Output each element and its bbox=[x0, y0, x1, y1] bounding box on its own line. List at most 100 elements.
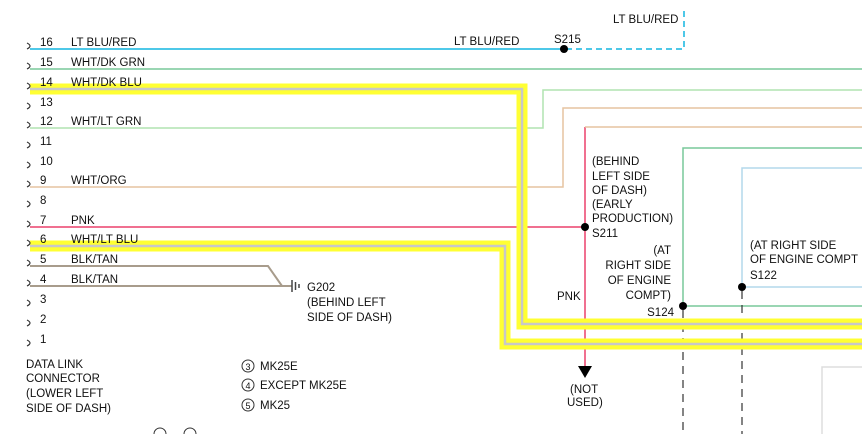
connector-cavity-8 bbox=[26, 200, 31, 208]
footnotes: 3 MK25E 4 EXCEPT MK25E 5 MK25 bbox=[153, 359, 347, 434]
connector-cavity-7 bbox=[26, 220, 31, 228]
pin-number-5: 5 bbox=[40, 254, 46, 266]
note-s124-line3: OF ENGINE bbox=[608, 275, 672, 287]
pin-wire-label-12: WHT/LT GRN bbox=[71, 116, 142, 128]
pin-number-13: 13 bbox=[40, 97, 53, 109]
pin-wire-label-9: WHT/ORG bbox=[71, 175, 127, 187]
note-s122-line2: OF ENGINE COMPT bbox=[750, 254, 858, 266]
connector-cavity-5 bbox=[26, 259, 31, 267]
wires bbox=[30, 8, 862, 434]
note-s211-line5: PRODUCTION) bbox=[592, 213, 673, 225]
highlight-pin14-core bbox=[30, 87, 862, 326]
not-used-arrow bbox=[578, 366, 592, 378]
footnote-5-circle bbox=[241, 398, 255, 412]
connector-title-line1: DATA LINK bbox=[26, 359, 83, 371]
label-mid-lt-blu-red: LT BLU/RED bbox=[454, 36, 519, 48]
label-pnk-vertical: PNK bbox=[557, 291, 581, 303]
wire-s122-branch bbox=[741, 167, 862, 287]
label-top-lt-blu-red: LT BLU/RED bbox=[613, 14, 678, 26]
pin-number-11: 11 bbox=[40, 136, 52, 148]
connector-cavity-13 bbox=[26, 102, 31, 110]
label-s124: S124 bbox=[647, 307, 674, 319]
connector-cavity-4 bbox=[26, 279, 31, 287]
highlighted-wires bbox=[30, 83, 862, 350]
note-g202-line2: SIDE OF DASH) bbox=[307, 312, 392, 324]
pin-number-9: 9 bbox=[40, 175, 46, 187]
splices bbox=[560, 45, 746, 378]
connector-cavity-3 bbox=[26, 299, 31, 307]
pin-number-15: 15 bbox=[40, 57, 53, 69]
label-s215: S215 bbox=[554, 34, 581, 46]
ground-g202-icon bbox=[291, 280, 300, 292]
footnote-5-text: MK25 bbox=[260, 400, 290, 412]
pin-number-1: 1 bbox=[40, 334, 46, 346]
pin-number-12: 12 bbox=[40, 116, 53, 128]
connector-cavity-16 bbox=[26, 42, 31, 50]
pin-number-3: 3 bbox=[40, 294, 46, 306]
connector-cavities bbox=[26, 42, 31, 347]
connector-cavity-15 bbox=[26, 62, 31, 70]
label-s122: S122 bbox=[750, 270, 777, 282]
pin-wire-label-4: BLK/TAN bbox=[71, 274, 118, 286]
connector-cavity-1 bbox=[26, 339, 31, 347]
box-outline bbox=[821, 366, 862, 434]
connector-cavity-14 bbox=[26, 82, 31, 90]
annotations: LT BLU/RED LT BLU/RED S215 (BEHIND LEFT … bbox=[26, 14, 858, 415]
splice-s124-dot bbox=[679, 302, 687, 310]
splice-s215-dot bbox=[560, 45, 568, 53]
pin-wire-label-5: BLK/TAN bbox=[71, 254, 118, 266]
footnote-3-circle bbox=[241, 359, 255, 373]
pin-number-4: 4 bbox=[40, 274, 47, 286]
connector-cavity-9 bbox=[26, 180, 31, 188]
wire-pin5-blk-tan bbox=[30, 265, 292, 287]
pin-wire-label-14: WHT/DK BLU bbox=[71, 77, 142, 89]
label-s211: S211 bbox=[592, 228, 618, 240]
partial-circle-b bbox=[183, 427, 197, 434]
partial-circle-a bbox=[153, 427, 167, 434]
note-g202-line1: (BEHIND LEFT bbox=[307, 297, 386, 309]
pin-number-8: 8 bbox=[40, 195, 46, 207]
pin-wire-label-15: WHT/DK GRN bbox=[71, 57, 145, 69]
connector-title-line3: (LOWER LEFT bbox=[26, 388, 103, 400]
footnote-4-num: 4 bbox=[245, 381, 250, 391]
note-s211-line4: (EARLY bbox=[592, 199, 633, 211]
note-s124-line1: (AT bbox=[653, 245, 671, 257]
connector-title-line2: CONNECTOR bbox=[26, 373, 100, 385]
wire-pin9-wht-org bbox=[30, 107, 862, 188]
wire-lt-blu-red-dashed bbox=[566, 8, 685, 50]
label-not-used-line2: USED) bbox=[567, 397, 603, 409]
footnote-4-text: EXCEPT MK25E bbox=[260, 380, 347, 392]
note-s122-line1: (AT RIGHT SIDE bbox=[750, 240, 837, 252]
pin-wire-label-7: PNK bbox=[71, 215, 95, 227]
label-not-used-line1: (NOT bbox=[570, 384, 598, 396]
highlight-pin6-core bbox=[30, 244, 862, 346]
connector-cavity-10 bbox=[26, 161, 31, 169]
note-s211-line1: (BEHIND bbox=[592, 156, 639, 168]
pin-wire-label-16: LT BLU/RED bbox=[71, 37, 136, 49]
highlight-pin14-wht-dk-blu bbox=[30, 83, 862, 330]
pin-number-6: 6 bbox=[40, 234, 46, 246]
pin-number-7: 7 bbox=[40, 215, 46, 227]
footnote-4-circle bbox=[241, 378, 255, 392]
pin-number-14: 14 bbox=[40, 77, 53, 89]
pin-number-10: 10 bbox=[40, 156, 53, 168]
connector-cavity-2 bbox=[26, 319, 31, 327]
connector-cavity-11 bbox=[26, 141, 31, 149]
label-g202: G202 bbox=[307, 282, 335, 294]
pin-wire-label-6: WHT/LT BLU bbox=[71, 234, 138, 246]
connector-title-line4: SIDE OF DASH) bbox=[26, 403, 111, 415]
footnote-5-num: 5 bbox=[245, 401, 250, 411]
note-s211-line2: LEFT SIDE bbox=[592, 171, 650, 183]
pin-number-16: 16 bbox=[40, 37, 53, 49]
footnote-3-text: MK25E bbox=[260, 361, 298, 373]
wire-s124-branch bbox=[682, 147, 862, 306]
note-s211-line3: OF DASH) bbox=[592, 185, 647, 197]
splice-s211-dot bbox=[581, 223, 589, 231]
connector-cavity-12 bbox=[26, 121, 31, 129]
footnote-3-num: 3 bbox=[245, 362, 250, 372]
wire-pin12-wht-lt-grn bbox=[30, 89, 862, 129]
pin-number-2: 2 bbox=[40, 314, 46, 326]
splice-s122-dot bbox=[738, 283, 746, 291]
